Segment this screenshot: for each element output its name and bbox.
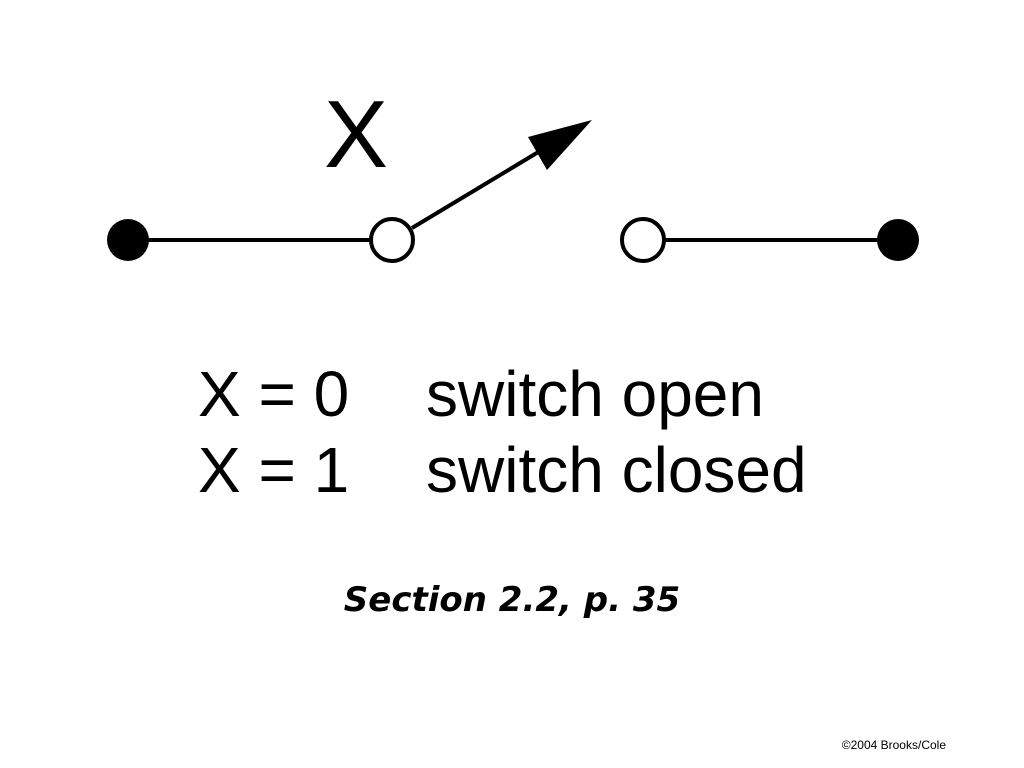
state-condition: X = 1 — [198, 434, 350, 506]
section-reference: Section 2.2, p. 35 — [343, 580, 681, 620]
right-terminal — [877, 219, 919, 261]
copyright-notice: ©2004 Brooks/Cole — [841, 738, 946, 752]
switch-right-contact — [620, 217, 666, 263]
state-description: switch open — [426, 358, 764, 430]
state-row-closed: X = 1 switch closed — [198, 432, 807, 508]
state-description: switch closed — [426, 434, 807, 506]
left-terminal — [107, 219, 149, 261]
switch-left-contact — [369, 217, 415, 263]
switch-state-table: X = 0 switch open X = 1 switch closed — [198, 356, 807, 508]
switch-arrowhead — [528, 120, 592, 170]
state-condition: X = 0 — [198, 358, 350, 430]
switch-diagram — [107, 120, 919, 263]
state-row-open: X = 0 switch open — [198, 356, 807, 432]
switch-blade — [410, 137, 562, 230]
switch-variable-label: X — [324, 81, 389, 188]
